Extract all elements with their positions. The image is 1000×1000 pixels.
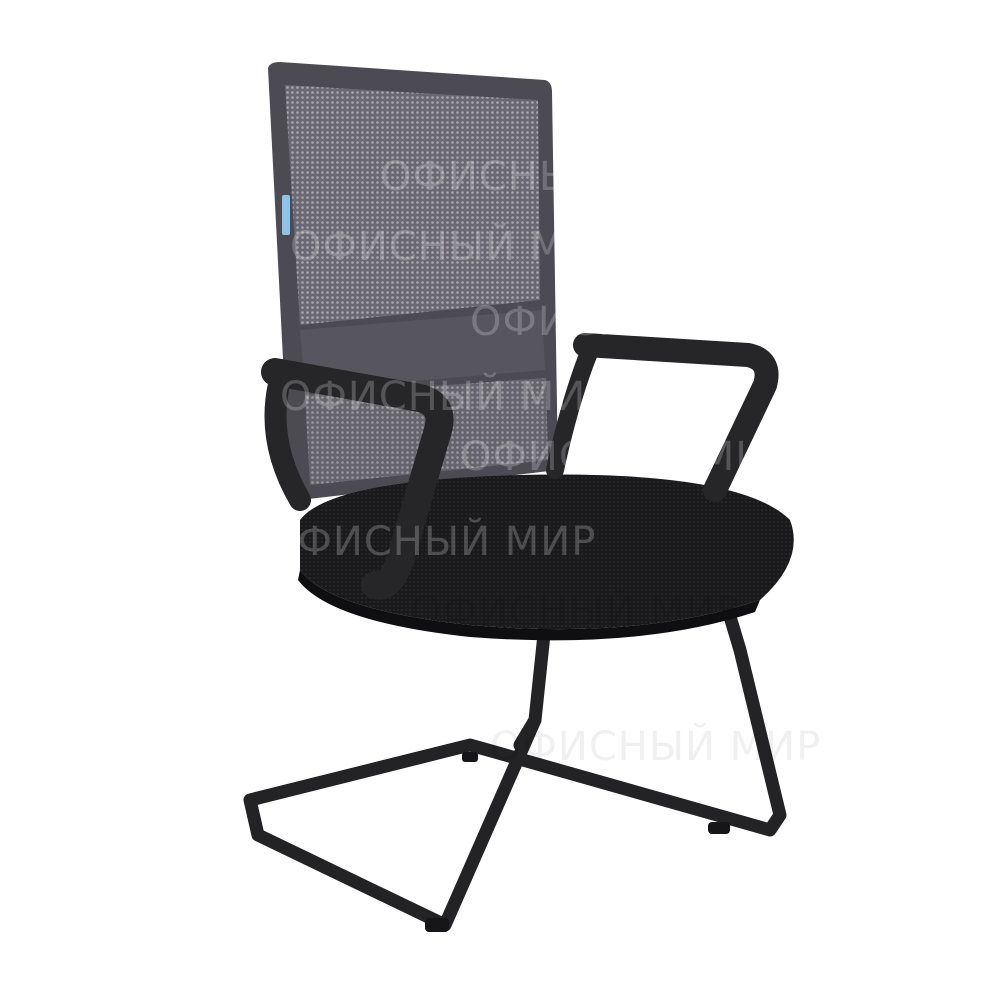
- right-armrest: [546, 333, 779, 502]
- sled-base: [243, 593, 787, 932]
- watermark: ОФИСНЫЙ МИР ОФИСНЫЙ МИР ОФИСНЫЙ МИР ОФИС…: [265, 152, 821, 770]
- watermark-text: ОФИСНЫЙ МИР: [290, 222, 621, 270]
- base-feet: [425, 752, 730, 932]
- label-tag: [282, 195, 290, 235]
- backrest: [268, 62, 558, 500]
- left-armrest: [261, 358, 454, 600]
- watermark-text: ОФИСНЫЙ МИР: [265, 517, 596, 565]
- watermark-text: ОФИСНЫЙ МИР: [470, 297, 801, 345]
- watermark-text: ОФИСНЫЙ МИР: [490, 722, 821, 770]
- watermark-text: ОФИСНЫЙ МИР: [410, 587, 741, 635]
- watermark-text: ОФИСНЫЙ МИР: [460, 432, 791, 480]
- watermark-text: ОФИСНЫЙ МИР: [380, 152, 711, 200]
- watermark-text: ОФИСНЫЙ МИР: [280, 372, 611, 420]
